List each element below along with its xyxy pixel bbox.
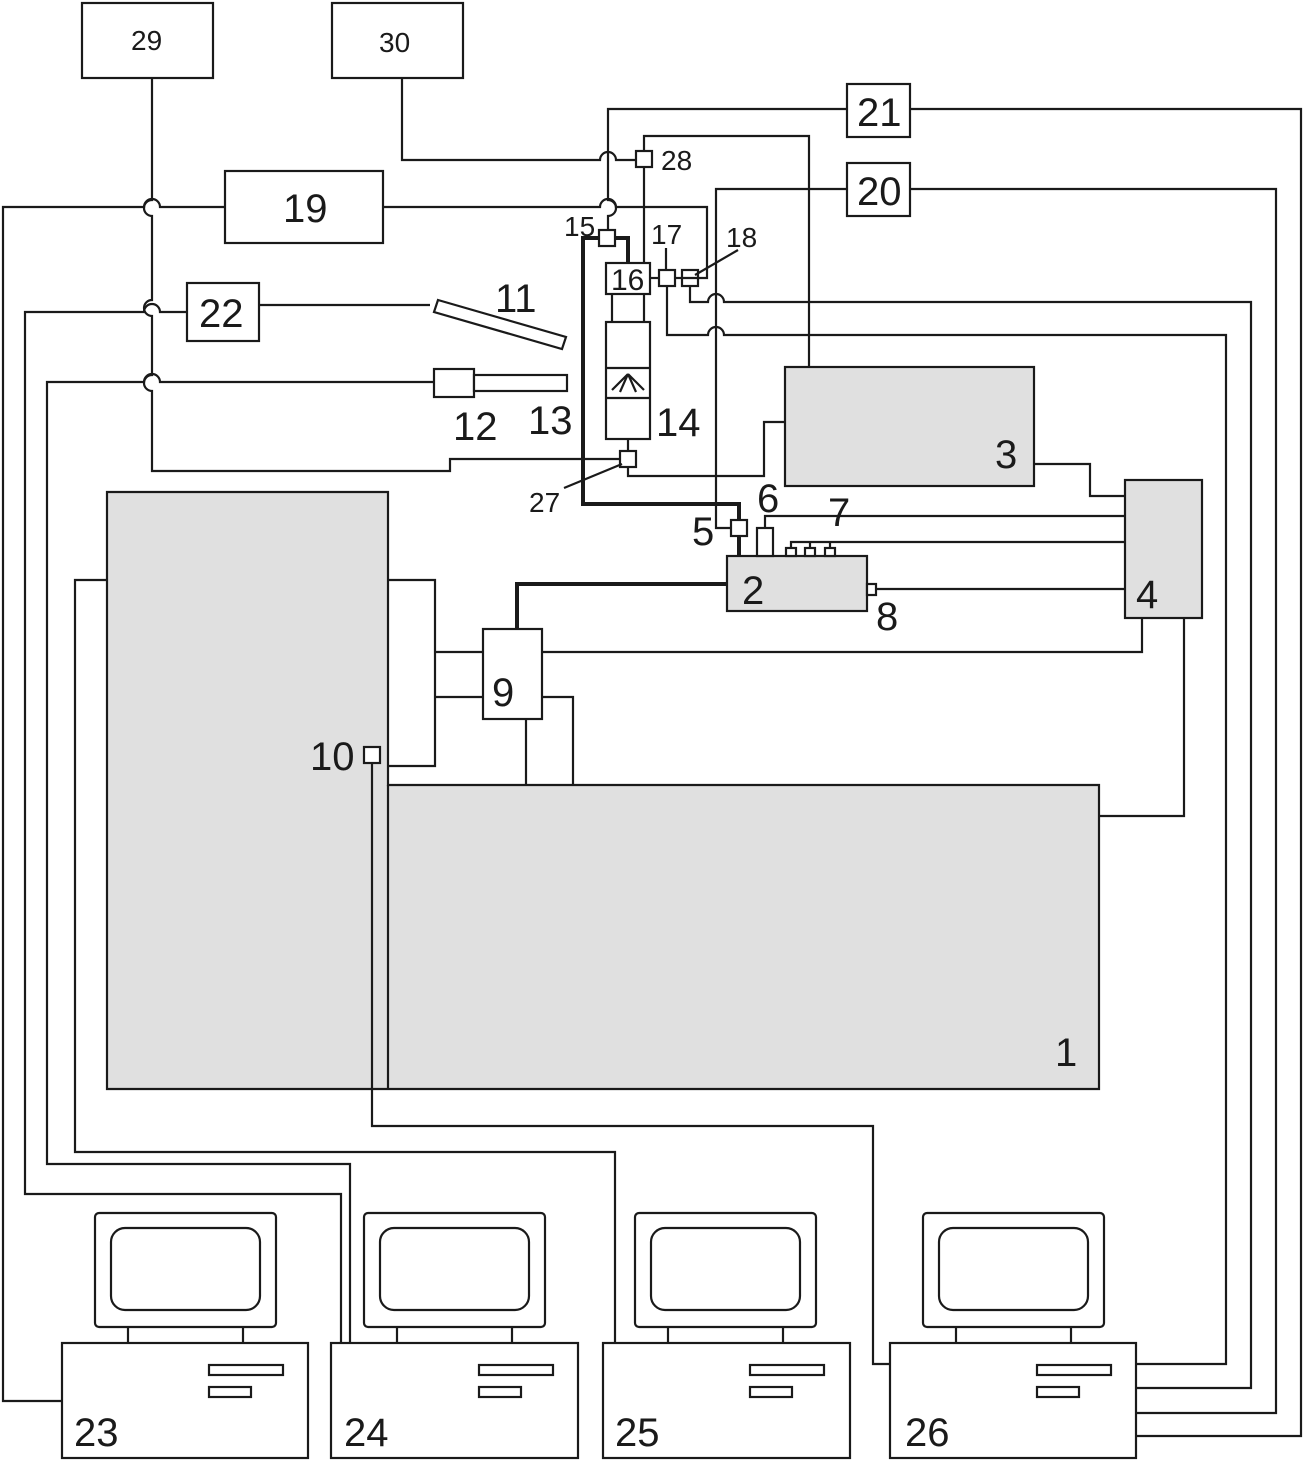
block-1 xyxy=(105,490,1101,1091)
valve-15 xyxy=(597,228,617,248)
computer-23 xyxy=(60,1211,310,1460)
probe-11 xyxy=(432,298,568,351)
label-3: 3 xyxy=(995,433,1017,477)
label-14: 14 xyxy=(656,401,701,445)
wiring xyxy=(1,78,1303,1438)
label-20: 20 xyxy=(857,170,902,214)
label-19: 19 xyxy=(283,187,328,231)
label-24: 24 xyxy=(344,1411,389,1455)
label-8: 8 xyxy=(876,595,898,639)
label-28: 28 xyxy=(661,145,692,176)
label-22: 22 xyxy=(199,292,244,336)
box-9 xyxy=(481,627,544,721)
computer-26 xyxy=(888,1211,1138,1460)
valve-17 xyxy=(657,268,677,288)
valve-5 xyxy=(729,518,749,538)
label-10: 10 xyxy=(310,735,355,779)
label-2: 2 xyxy=(742,569,764,613)
label-16: 16 xyxy=(611,264,644,297)
label-5: 5 xyxy=(692,510,714,554)
label-27: 27 xyxy=(529,487,560,518)
computer-24 xyxy=(329,1211,580,1460)
label-7: 7 xyxy=(828,491,850,535)
label-12: 12 xyxy=(453,405,498,449)
block-4 xyxy=(1123,478,1204,620)
label-15: 15 xyxy=(564,211,595,242)
label-21: 21 xyxy=(857,91,902,135)
label-6: 6 xyxy=(757,477,779,521)
sensor-8 xyxy=(865,582,878,597)
box-30 xyxy=(330,1,465,80)
label-11: 11 xyxy=(495,277,537,321)
label-9: 9 xyxy=(492,671,514,715)
box-21 xyxy=(845,82,912,139)
label-30: 30 xyxy=(379,27,410,58)
label-4: 4 xyxy=(1136,573,1158,617)
label-23: 23 xyxy=(74,1411,119,1455)
label-29: 29 xyxy=(131,25,162,56)
label-25: 25 xyxy=(615,1411,660,1455)
sensor-28 xyxy=(634,149,654,169)
sensor-10 xyxy=(362,745,382,765)
chamber-14 xyxy=(604,320,652,441)
component-6 xyxy=(755,526,775,558)
label-17: 17 xyxy=(651,219,682,250)
box-29 xyxy=(80,1,215,80)
computer-25 xyxy=(601,1211,852,1460)
ports-7 xyxy=(784,546,837,558)
label-26: 26 xyxy=(905,1411,950,1455)
label-1: 1 xyxy=(1055,1031,1077,1075)
sensor-27 xyxy=(618,449,638,469)
block-3 xyxy=(783,365,1036,488)
label-13: 13 xyxy=(528,399,573,443)
label-18: 18 xyxy=(726,222,757,253)
component-16 xyxy=(604,261,652,296)
probe-12-13 xyxy=(432,367,569,399)
